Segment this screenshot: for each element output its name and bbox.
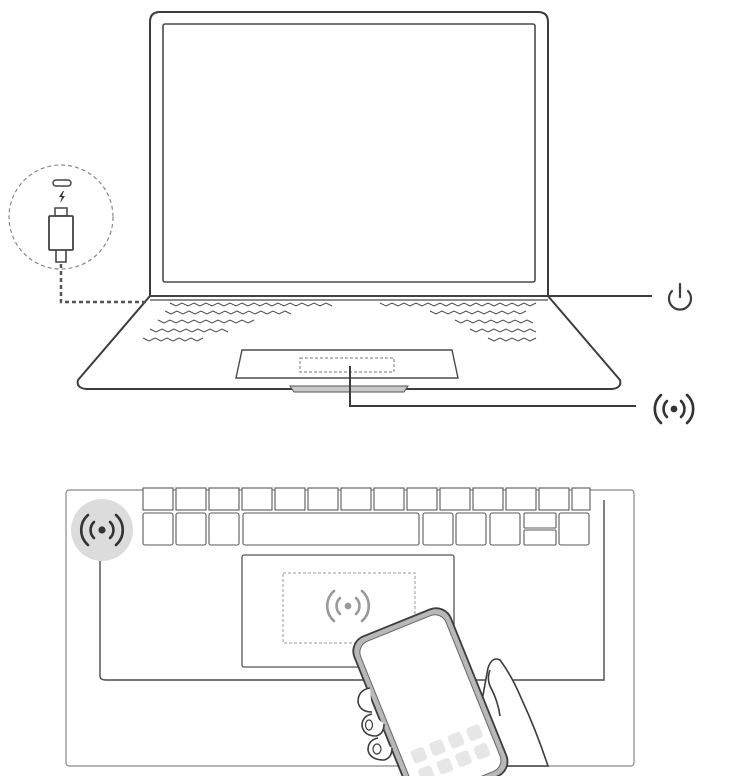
nfc-badge bbox=[71, 499, 133, 561]
lightning-icon bbox=[59, 191, 65, 203]
keyboard-bottom-row bbox=[142, 512, 590, 546]
laptop-screen bbox=[162, 23, 536, 283]
nfc-icon bbox=[653, 393, 695, 425]
power-icon bbox=[667, 282, 693, 311]
laptop-touchpad bbox=[235, 349, 459, 379]
usb-c-connector-icon bbox=[48, 179, 74, 263]
closeup-illustration bbox=[65, 487, 635, 776]
closeup-nfc-area bbox=[282, 572, 416, 644]
keyboard-rows bbox=[142, 302, 537, 342]
space-bar bbox=[242, 512, 420, 546]
palm-rest bbox=[99, 500, 605, 681]
nfc-icon bbox=[79, 513, 125, 547]
phone-app-grid bbox=[410, 724, 491, 776]
nfc-callout-line bbox=[349, 366, 636, 407]
laptop-lid bbox=[149, 11, 549, 297]
connector-dashed-line bbox=[59, 264, 148, 304]
phone-in-hand bbox=[352, 607, 550, 776]
laptop-illustration bbox=[8, 11, 695, 425]
nfc-icon bbox=[325, 589, 371, 623]
laptop-base bbox=[76, 295, 622, 390]
touchpad-nfc-area bbox=[299, 357, 395, 373]
keyboard-upper-row bbox=[142, 487, 591, 511]
